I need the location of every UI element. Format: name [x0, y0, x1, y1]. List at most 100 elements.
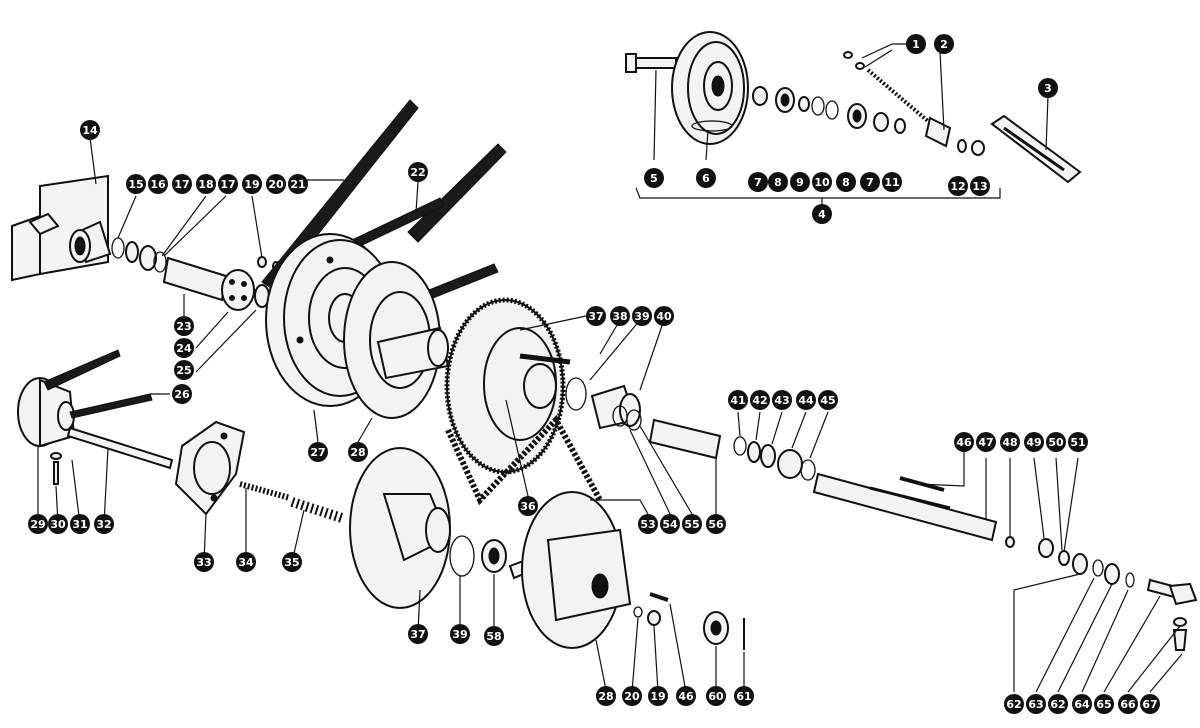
callout-number: 48 [1002, 436, 1017, 449]
callout-badge [308, 442, 328, 462]
callout-44: 44 [796, 390, 816, 410]
callout-badge [596, 686, 616, 706]
callout-19: 19 [242, 174, 262, 194]
callout-17: 17 [218, 174, 238, 194]
callout-number: 28 [598, 690, 613, 703]
callout-number: 45 [820, 394, 835, 407]
callout-badge [734, 686, 754, 706]
callout-number: 54 [662, 518, 678, 531]
callout-24: 24 [174, 338, 194, 358]
callout-number: 39 [452, 628, 467, 641]
callout-badge [484, 626, 504, 646]
callout-23: 23 [174, 316, 194, 336]
callout-number: 12 [950, 180, 965, 193]
callout-badge [772, 390, 792, 410]
callout-number: 20 [268, 178, 284, 191]
callout-number: 58 [486, 630, 501, 643]
callout-7: 7 [748, 172, 768, 192]
motor-shaft [162, 256, 228, 302]
callout-number: 38 [612, 310, 627, 323]
callout-13: 13 [970, 176, 990, 196]
bolt [625, 53, 677, 73]
spring [290, 497, 344, 523]
callout-number: 62 [1050, 698, 1065, 711]
callout-65: 65 [1094, 694, 1114, 714]
callout-41: 41 [728, 390, 748, 410]
callout-46: 46 [954, 432, 974, 452]
end-fitting [1146, 578, 1198, 651]
callout-badge [632, 306, 652, 326]
callout-badge [660, 514, 680, 534]
callout-3: 3 [1038, 78, 1058, 98]
callout-badge [750, 390, 770, 410]
callout-28: 28 [348, 442, 368, 462]
callout-10: 10 [812, 172, 832, 192]
callout-54: 54 [660, 514, 680, 534]
slotted-bracket [990, 114, 1082, 184]
callout-badge [860, 172, 880, 192]
callout-55: 55 [682, 514, 702, 534]
ring [800, 459, 816, 481]
callout-badge [450, 624, 470, 644]
washer [747, 441, 761, 463]
washer [153, 251, 167, 273]
callout-34: 34 [236, 552, 256, 572]
callout-badge [174, 360, 194, 380]
callout-47: 47 [976, 432, 996, 452]
callout-number: 17 [174, 178, 189, 191]
callout-number: 55 [684, 518, 699, 531]
callout-badge [882, 172, 902, 192]
callout-22: 22 [408, 162, 428, 182]
callout-badge [976, 432, 996, 452]
callout-badge [644, 168, 664, 188]
callout-63: 63 [1026, 694, 1046, 714]
callout-badge [948, 176, 968, 196]
callout-badge [696, 168, 716, 188]
callout-badge [288, 174, 308, 194]
bearing [775, 87, 795, 113]
callout-66: 66 [1118, 694, 1138, 714]
callout-46: 46 [676, 686, 696, 706]
callout-number: 22 [410, 166, 425, 179]
callout-number: 36 [520, 500, 536, 513]
callout-badge [1024, 432, 1044, 452]
callout-badge [676, 686, 696, 706]
callout-badge [790, 172, 810, 192]
callout-62: 62 [1004, 694, 1024, 714]
variable-pulley [349, 447, 451, 609]
drive-disc [343, 261, 450, 419]
callout-11: 11 [882, 172, 902, 192]
callout-51: 51 [1068, 432, 1088, 452]
key-pin [649, 592, 669, 602]
callout-number: 41 [730, 394, 745, 407]
callout-number: 19 [244, 178, 259, 191]
callout-number: 14 [82, 124, 98, 137]
callout-number: 67 [1142, 698, 1157, 711]
callout-39: 39 [450, 624, 470, 644]
threaded-rod [866, 68, 952, 148]
callout-number: 3 [1044, 82, 1052, 95]
callout-15: 15 [126, 174, 146, 194]
callout-number: 6 [702, 172, 710, 185]
ring [1125, 572, 1135, 588]
callout-26: 26 [172, 384, 192, 404]
callout-37: 37 [408, 624, 428, 644]
pulley-wheel [671, 31, 749, 145]
callout-number: 4 [818, 208, 826, 221]
callout-number: 13 [972, 180, 987, 193]
nut [957, 139, 967, 153]
callout-49: 49 [1024, 432, 1044, 452]
belt [43, 349, 121, 391]
adjusting-rod [66, 426, 174, 470]
callout-badge [648, 686, 668, 706]
ring [733, 436, 747, 456]
callout-badge [236, 552, 256, 572]
callout-badge [282, 552, 302, 572]
callout-number: 65 [1096, 698, 1111, 711]
callout-badge [174, 338, 194, 358]
callout-badge [586, 306, 606, 326]
bearing [139, 245, 157, 271]
nut [1005, 536, 1015, 548]
callout-badge [682, 514, 702, 534]
callout-40: 40 [654, 306, 674, 326]
